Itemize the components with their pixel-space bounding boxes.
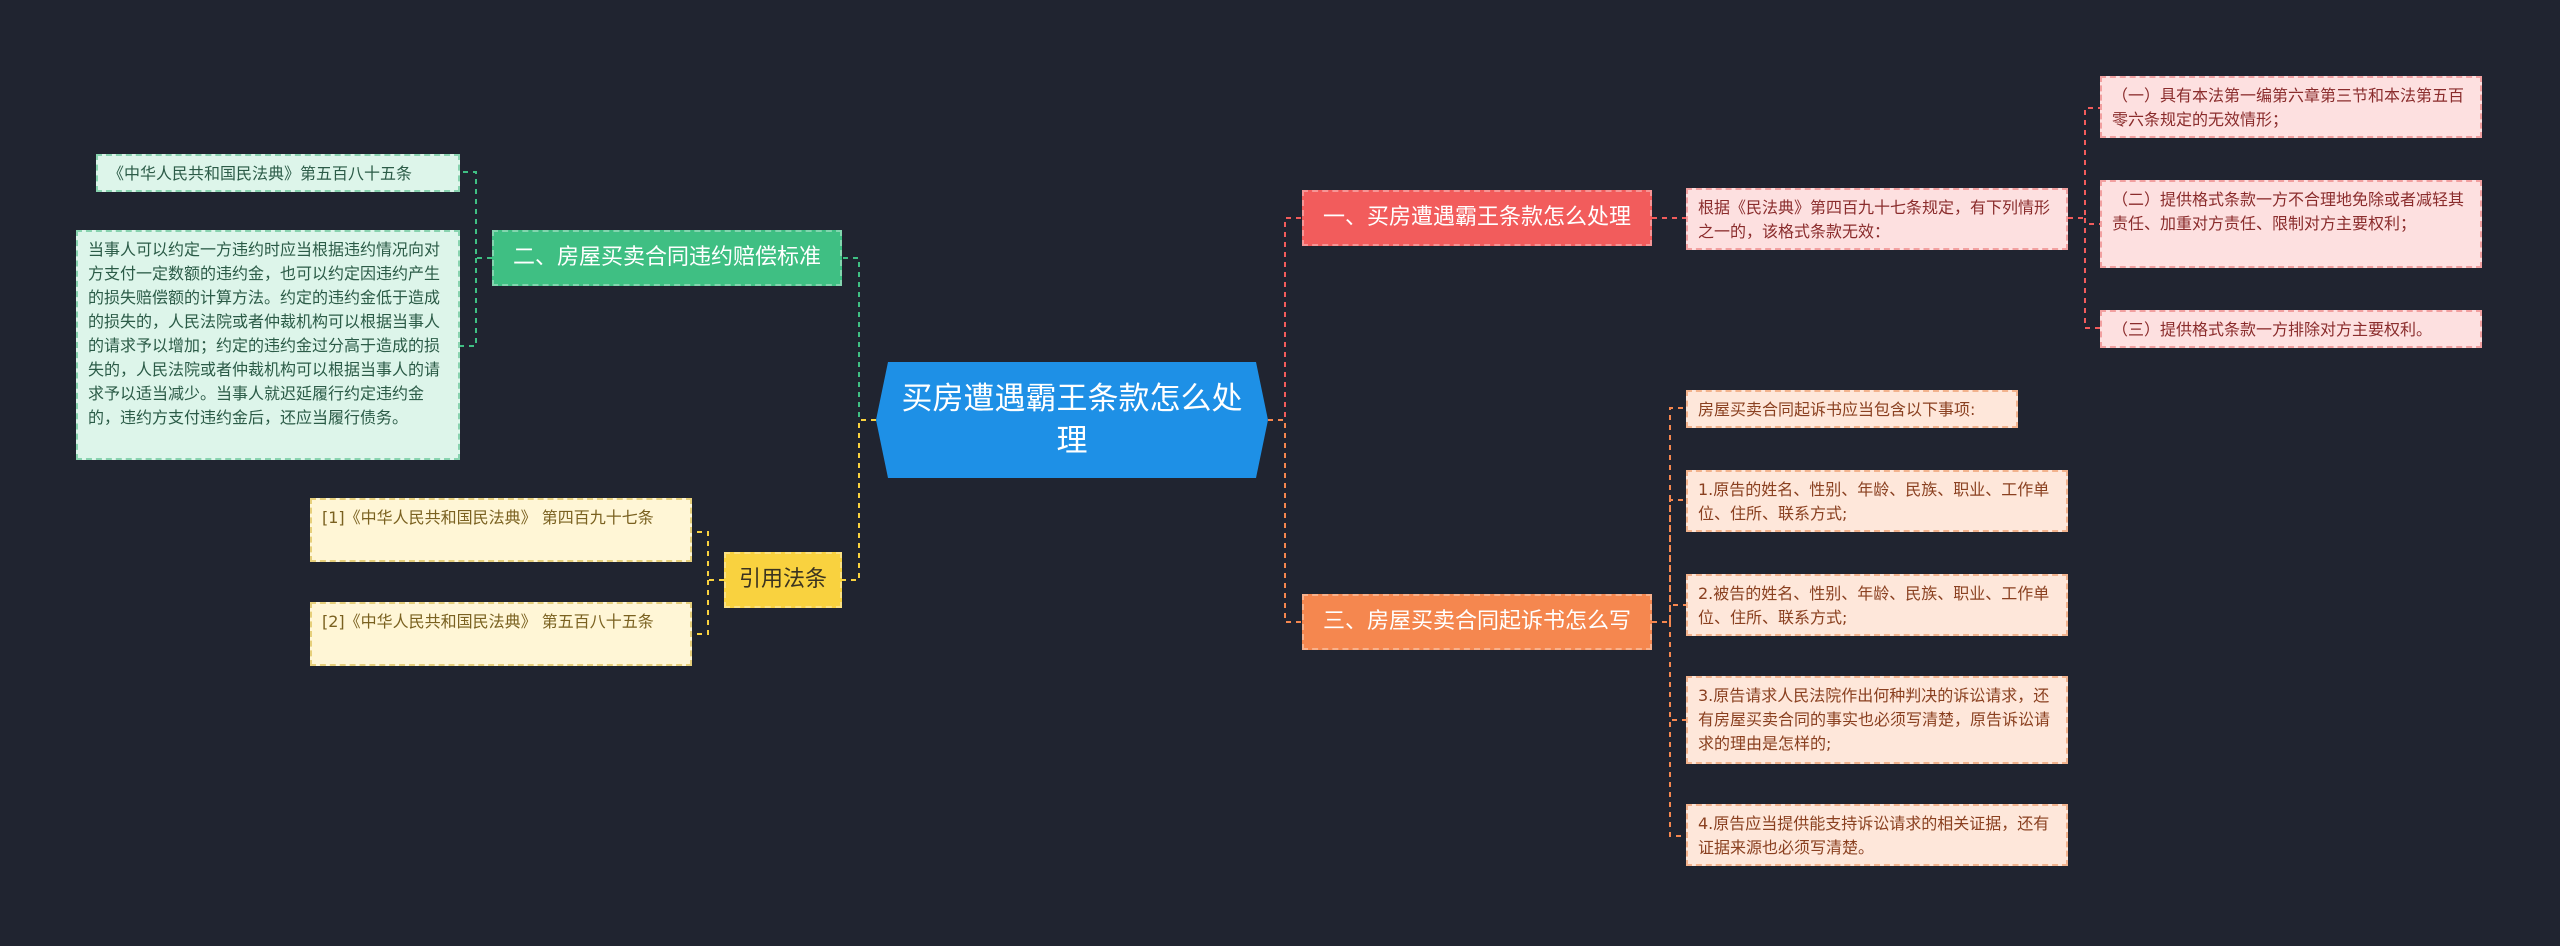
link-b4-children [692,531,724,635]
leaf-invalid-case-1[interactable]: （一）具有本法第一编第六章第三节和本法第五百零六条规定的无效情形； [2100,76,2482,138]
link-root-b2 [842,257,876,421]
leaf-clause-invalid-intro[interactable]: 根据《民法典》第四百九十七条规定，有下列情形之一的，该格式条款无效： [1686,188,2068,250]
link-intro-children [2068,107,2100,329]
link-b3-children [1652,407,1686,837]
leaf-complaint-items-intro[interactable]: 房屋买卖合同起诉书应当包含以下事项: [1686,390,2018,428]
branch-handle-bully-clause[interactable]: 一、买房遭遇霸王条款怎么处理 [1302,190,1652,246]
branch-breach-compensation[interactable]: 二、房屋买卖合同违约赔偿标准 [492,230,842,286]
leaf-complaint-plaintiff-info[interactable]: 1.原告的姓名、性别、年龄、民族、职业、工作单位、住所、联系方式; [1686,470,2068,532]
leaf-complaint-claims[interactable]: 3.原告请求人民法院作出何种判决的诉讼请求，还有房屋买卖合同的事实也必须写清楚，… [1686,676,2068,764]
leaf-complaint-evidence[interactable]: 4.原告应当提供能支持诉讼请求的相关证据，还有证据来源也必须写清楚。 [1686,804,2068,866]
link-b2-children [460,171,492,347]
leaf-liquidated-damages-text[interactable]: 当事人可以约定一方违约时应当根据违约情况向对方支付一定数额的违约金，也可以约定因… [76,230,460,460]
link-root-b1 [1268,217,1302,421]
branch-cited-laws[interactable]: 引用法条 [724,552,842,608]
link-root-b3 [1268,419,1302,623]
leaf-citation-585[interactable]: [2]《中华人民共和国民法典》 第五百八十五条 [310,602,692,666]
root-topic[interactable]: 买房遭遇霸王条款怎么处理 [876,362,1268,478]
leaf-invalid-case-3[interactable]: （三）提供格式条款一方排除对方主要权利。 [2100,310,2482,348]
link-root-b4 [842,419,876,581]
leaf-citation-497[interactable]: [1]《中华人民共和国民法典》 第四百九十七条 [310,498,692,562]
leaf-civil-code-585[interactable]: 《中华人民共和国民法典》第五百八十五条 [96,154,460,192]
leaf-complaint-defendant-info[interactable]: 2.被告的姓名、性别、年龄、民族、职业、工作单位、住所、联系方式; [1686,574,2068,636]
branch-complaint-writing[interactable]: 三、房屋买卖合同起诉书怎么写 [1302,594,1652,650]
leaf-invalid-case-2[interactable]: （二）提供格式条款一方不合理地免除或者减轻其责任、加重对方责任、限制对方主要权利… [2100,180,2482,268]
